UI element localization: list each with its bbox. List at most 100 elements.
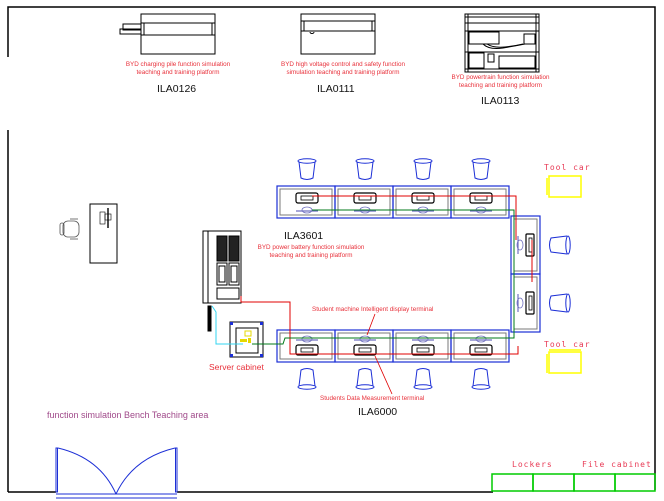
- file-cabinet-label: File cabinet: [582, 460, 652, 469]
- power-cable-bottom: [240, 296, 519, 355]
- ila3601-platform-symbol[interactable]: [202, 230, 242, 332]
- power-cable-top: [312, 195, 517, 240]
- desk-surface: [395, 332, 449, 360]
- lockers-label: Lockers: [512, 460, 553, 469]
- tool-car-bottom[interactable]: [546, 349, 582, 374]
- ila3601-description-line2: teaching and training platform: [269, 252, 353, 260]
- display-terminal-label: Student machine Intelligent display term…: [312, 306, 434, 313]
- workstation-bottom-1[interactable]: [276, 329, 336, 390]
- workstation-top-4[interactable]: [450, 158, 510, 219]
- desk-surface: [453, 332, 507, 360]
- ila3601-code: ILA3601: [284, 230, 324, 242]
- locker-2[interactable]: [532, 473, 575, 492]
- teacher-chair[interactable]: [59, 218, 80, 240]
- cyan-cable: [211, 305, 243, 345]
- measurement-terminal-icon: [469, 344, 493, 356]
- chair-seat-edge: [565, 293, 571, 313]
- student-chair[interactable]: [472, 368, 490, 387]
- server-cabinet-symbol[interactable]: [229, 321, 264, 358]
- ila0111-platform-symbol[interactable]: [300, 13, 376, 55]
- workstation-layout: [276, 158, 571, 390]
- workstation-top-2[interactable]: [334, 158, 394, 219]
- workstation-bottom-2[interactable]: [334, 329, 394, 390]
- ila3601-description-line1: BYD power battery function simulation: [257, 244, 365, 251]
- measurement-terminal-label: Students Data Measurement terminal: [320, 395, 425, 402]
- display-terminal-icon: [301, 335, 313, 343]
- desk-surface: [337, 188, 391, 216]
- desk-surface: [453, 188, 507, 216]
- ila0111-description: BYD high voltage control and safety func…: [268, 61, 418, 77]
- storage-cabinets[interactable]: [491, 473, 656, 492]
- workstation-top-1[interactable]: [276, 158, 336, 219]
- door-swing-left: [57, 447, 117, 495]
- workstation-right-1[interactable]: [510, 215, 571, 275]
- ila0126-description-line1: BYD charging pile function simulation: [125, 61, 231, 68]
- measurement-terminal-leader: [374, 355, 393, 395]
- display-terminal-icon: [301, 206, 313, 214]
- student-chair[interactable]: [356, 368, 374, 387]
- display-terminal-icon: [475, 335, 487, 343]
- measurement-terminal-icon: [525, 233, 535, 257]
- display-terminal-icon: [516, 297, 524, 309]
- teacher-keyboard: [99, 211, 106, 225]
- ila0113-platform-symbol[interactable]: [464, 13, 540, 73]
- file-cabinet-2[interactable]: [614, 473, 656, 492]
- wall-top-left: [7, 6, 656, 490]
- ila0126-platform-symbol[interactable]: [119, 13, 216, 55]
- desk-surface: [337, 332, 391, 360]
- tool-car-top[interactable]: [546, 175, 582, 198]
- terminal-screen: [528, 295, 533, 311]
- desk-outline: [450, 329, 510, 363]
- teaching-area-label: function simulation Bench Teaching area: [47, 410, 209, 420]
- student-chair[interactable]: [549, 293, 568, 313]
- workstation-right-2[interactable]: [510, 273, 571, 333]
- display-terminal-leader: [366, 313, 376, 336]
- teacher-desk[interactable]: [89, 203, 118, 264]
- terminal-screen: [300, 195, 314, 201]
- file-cabinet-1[interactable]: [573, 473, 616, 492]
- ila0111-code: ILA0111: [317, 83, 355, 95]
- student-chair[interactable]: [356, 161, 374, 180]
- measurement-terminal-icon: [353, 192, 377, 204]
- measurement-terminal-icon: [469, 192, 493, 204]
- locker-1[interactable]: [491, 473, 534, 492]
- terminal-screen: [416, 347, 430, 353]
- server-cabinet-label: Server cabinet: [209, 362, 264, 372]
- terminal-screen: [474, 347, 488, 353]
- display-terminal-icon: [359, 335, 371, 343]
- desk-surface: [395, 188, 449, 216]
- ila0126-description: BYD charging pile function simulation te…: [113, 61, 243, 77]
- chair-seat-edge: [413, 158, 433, 164]
- student-chair[interactable]: [298, 368, 316, 387]
- workstation-top-3[interactable]: [392, 158, 452, 219]
- chair-seat-edge: [471, 158, 491, 164]
- ila0111-description-line1: BYD high voltage control and safety func…: [281, 61, 405, 68]
- desk-outline: [510, 273, 541, 333]
- chair-seat-edge: [565, 235, 571, 255]
- measurement-terminal-icon: [295, 192, 319, 204]
- cabling: [211, 195, 533, 355]
- student-chair[interactable]: [414, 161, 432, 180]
- measurement-terminal-icon: [295, 344, 319, 356]
- workstation-bottom-3[interactable]: [392, 329, 452, 390]
- terminal-screen: [300, 347, 314, 353]
- workstation-bottom-4[interactable]: [450, 329, 510, 390]
- ila3601-description: BYD power battery function simulation te…: [245, 244, 377, 260]
- entrance-door[interactable]: [55, 447, 178, 499]
- chair-seat-edge: [297, 384, 317, 390]
- ila0113-description-line2: teaching and training platform: [459, 82, 542, 90]
- ila0113-description-line1: BYD powertrain function simulation: [451, 74, 550, 81]
- tool-car-bottom-label: Tool car: [544, 340, 591, 349]
- student-chair[interactable]: [414, 368, 432, 387]
- student-chair[interactable]: [549, 235, 568, 255]
- network-cable-top: [252, 209, 515, 345]
- measurement-terminal-icon: [525, 291, 535, 315]
- desk-surface: [279, 188, 333, 216]
- chair-seat-edge: [355, 384, 375, 390]
- student-chair[interactable]: [472, 161, 490, 180]
- chair-seat-edge: [297, 158, 317, 164]
- student-chair[interactable]: [298, 161, 316, 180]
- display-terminal-icon: [417, 335, 429, 343]
- desk-surface: [279, 332, 333, 360]
